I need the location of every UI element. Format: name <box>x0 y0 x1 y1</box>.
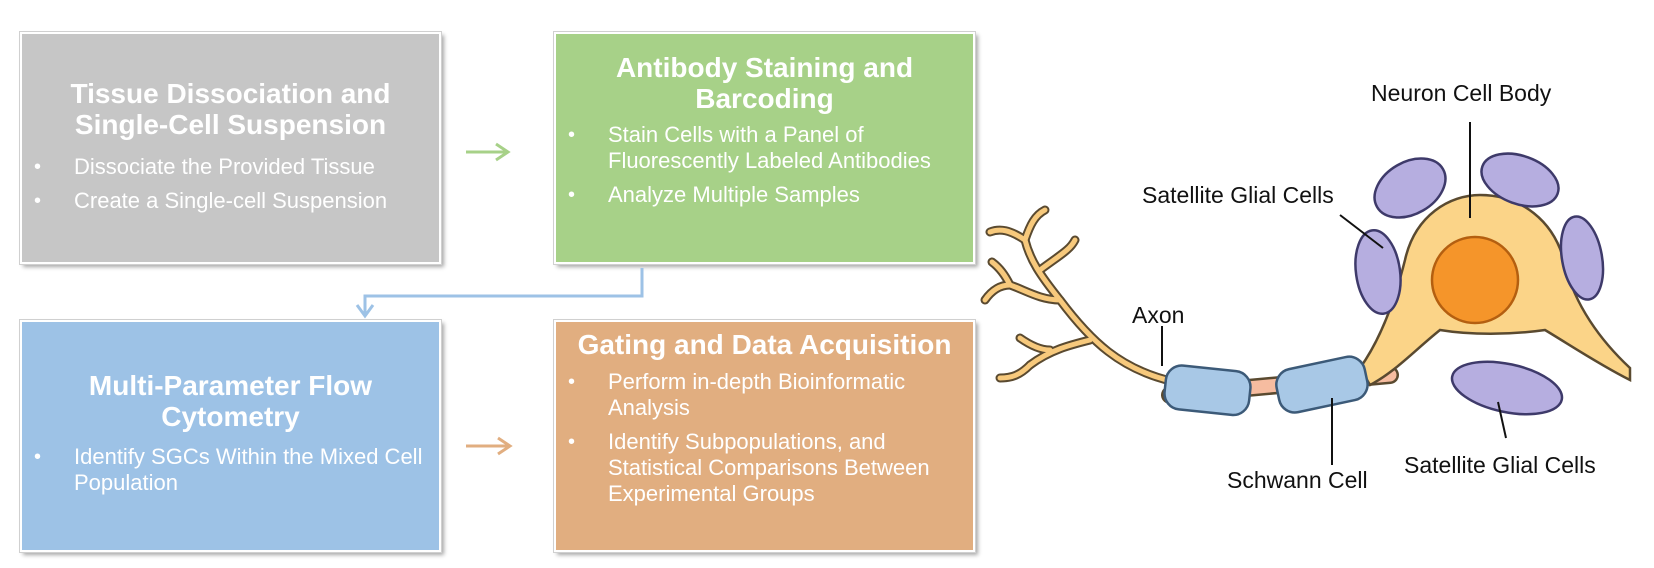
step-bullets: Stain Cells with a Panel of Fluorescentl… <box>556 122 973 208</box>
step-bullets: Identify SGCs Within the Mixed Cell Popu… <box>22 444 439 496</box>
bullet-item: Create a Single-cell Suspension <box>22 188 439 214</box>
satellite-glial-cell-icon <box>1559 215 1605 301</box>
bullet-item: Perform in-depth Bioinformatic Analysis <box>556 369 973 421</box>
satellite-glial-cell-icon <box>1480 152 1560 208</box>
bullet-item: Dissociate the Provided Tissue <box>22 154 439 180</box>
step-title: Tissue Dissociation and Single-Cell Susp… <box>70 78 391 140</box>
step-gating-data-acquisition: Gating and Data Acquisition Perform in-d… <box>553 319 976 553</box>
step-flow-cytometry: Multi-Parameter Flow Cytometry Identify … <box>19 319 442 553</box>
bullet-item: Analyze Multiple Samples <box>556 182 973 208</box>
schwann-cell-icon <box>1163 364 1252 417</box>
arrow-right-icon <box>466 142 511 162</box>
label-schwann-cell: Schwann Cell <box>1227 467 1368 493</box>
step-antibody-staining: Antibody Staining and Barcoding Stain Ce… <box>553 31 976 265</box>
step-title: Gating and Data Acquisition <box>577 329 952 360</box>
bullet-item: Identify Subpopulations, and Statistical… <box>556 429 973 507</box>
label-neuron-cell-body: Neuron Cell Body <box>1371 80 1552 106</box>
label-satellite-glial-cells-bottom: Satellite Glial Cells <box>1404 452 1596 478</box>
step-bullets: Perform in-depth Bioinformatic Analysis … <box>556 369 973 507</box>
satellite-glial-cell-icon <box>1373 157 1447 219</box>
satellite-glial-cell-icon <box>1354 229 1402 315</box>
step-bullets: Dissociate the Provided Tissue Create a … <box>22 154 439 214</box>
step-title: Antibody Staining and Barcoding <box>615 52 914 114</box>
label-axon: Axon <box>1132 302 1185 328</box>
step-title: Multi-Parameter Flow Cytometry <box>88 370 373 432</box>
arrow-right-icon <box>466 436 513 456</box>
neuron-illustration <box>980 122 1632 465</box>
label-leader-lines <box>1161 122 1507 465</box>
nucleus-icon <box>1430 235 1520 325</box>
label-satellite-glial-cells-top: Satellite Glial Cells <box>1142 182 1334 208</box>
bullet-item: Stain Cells with a Panel of Fluorescentl… <box>556 122 973 174</box>
bullet-item: Identify SGCs Within the Mixed Cell Popu… <box>22 444 439 496</box>
schwann-cell-icon <box>1275 355 1369 414</box>
satellite-glial-cell-icon <box>1450 360 1564 416</box>
step-tissue-dissociation: Tissue Dissociation and Single-Cell Susp… <box>19 31 442 265</box>
arrow-elbow-icon <box>355 268 644 319</box>
